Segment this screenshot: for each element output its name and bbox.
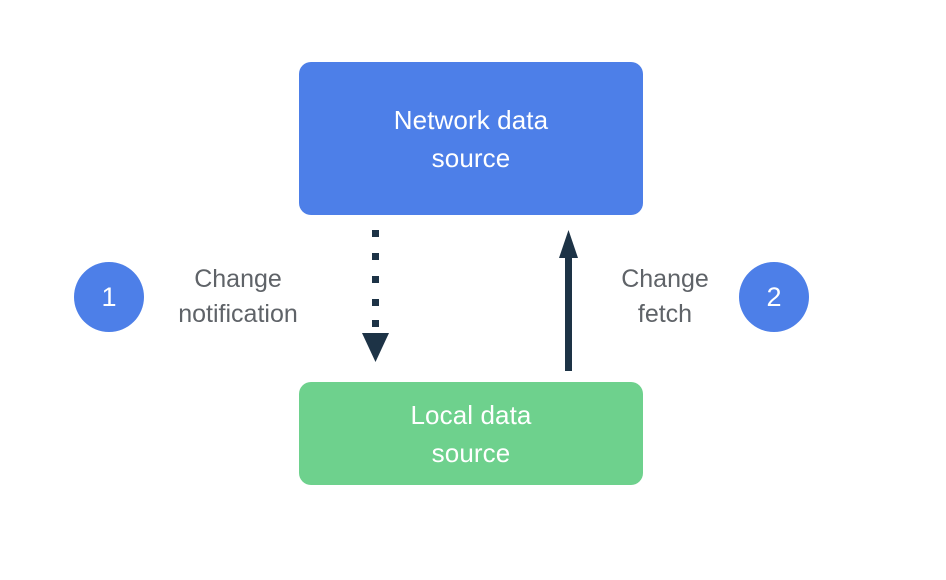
step-badge-2-number: 2 bbox=[766, 281, 782, 312]
node-local-data-source: Local data source bbox=[299, 382, 643, 485]
node-network-data-source-label: Network data source bbox=[393, 104, 549, 173]
step-label-change-notification: Change notification bbox=[178, 265, 298, 328]
connector-change-fetch-solid-arrow-up bbox=[559, 230, 578, 371]
step-badge-2: 2 bbox=[739, 262, 809, 332]
node-local-data-source-label: Local data source bbox=[410, 399, 532, 468]
step-badge-1-number: 1 bbox=[101, 281, 117, 312]
step-label-change-fetch: Change fetch bbox=[621, 265, 709, 328]
connector-change-notification-dotted-arrow-down bbox=[362, 230, 389, 362]
step-badge-1: 1 bbox=[74, 262, 144, 332]
node-network-data-source: Network data source bbox=[299, 62, 643, 215]
